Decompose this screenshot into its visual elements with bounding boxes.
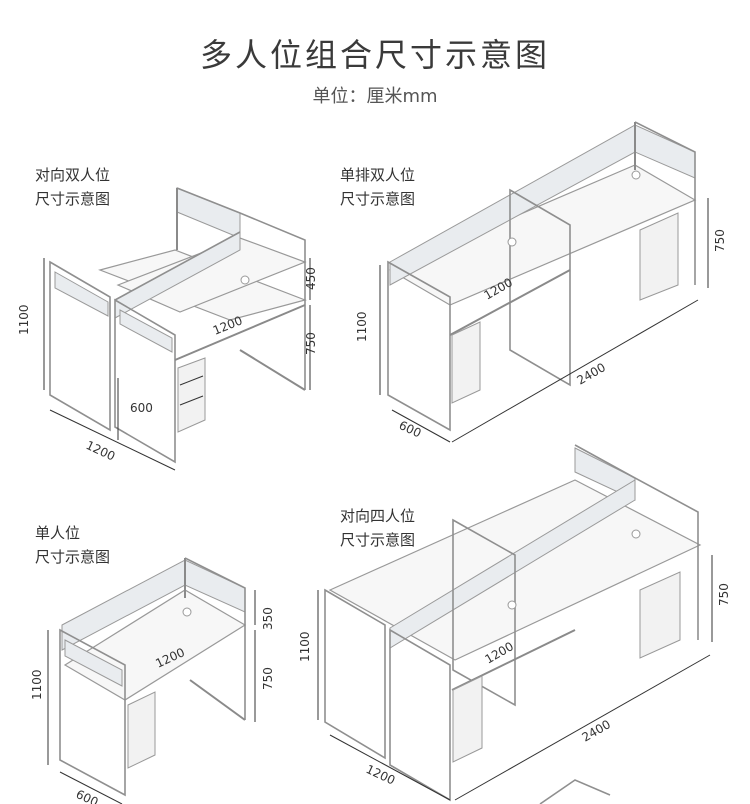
label-face-four-line2: 尺寸示意图 <box>340 531 416 549</box>
label-single-line1: 单人位 <box>35 524 81 542</box>
dim-desk-width: 1200 <box>211 313 245 337</box>
desk-edge <box>451 629 576 691</box>
label-single: 单人位 尺寸示意图 <box>35 521 110 569</box>
end-screen <box>64 639 123 687</box>
dim-line-depth <box>391 409 451 443</box>
unit-note: 单位：厘米mm <box>312 86 438 107</box>
middle-panel <box>509 188 571 387</box>
end-panel <box>387 260 451 432</box>
dim-height: 1100 <box>355 311 369 342</box>
dim-desk-height: 750 <box>261 667 275 690</box>
divider-frame <box>114 231 241 301</box>
label-row-double-line2: 尺寸示意图 <box>340 190 416 208</box>
back-frame <box>634 121 696 285</box>
label-face-double: 对向双人位 尺寸示意图 <box>35 163 110 211</box>
dim-height: 1100 <box>30 669 44 700</box>
label-single-line2: 尺寸示意图 <box>35 548 111 566</box>
label-row-double-line1: 单排双人位 <box>340 166 416 184</box>
dim-total-length: 2400 <box>575 360 608 387</box>
drawer-line <box>179 375 204 386</box>
face-four-workstation: 1100 1200 750 2400 1200 <box>298 444 731 802</box>
back-frame <box>574 444 699 640</box>
drawer-line <box>179 395 204 406</box>
drawer-unit <box>177 357 206 433</box>
front-panel <box>389 628 451 802</box>
drawer-unit-right <box>639 212 679 301</box>
dim-line-length <box>454 654 711 801</box>
end-panel <box>59 628 126 797</box>
dim-screen: 350 <box>261 607 275 630</box>
dim-depth: 600 <box>74 787 101 804</box>
cable-hole <box>631 529 641 539</box>
dim-drawer: 600 <box>130 401 153 415</box>
drawer-unit-left <box>452 675 483 763</box>
cable-hole <box>631 170 641 180</box>
dim-height: 1100 <box>17 304 31 335</box>
face-double-workstation: 1100 450 750 1200 600 1200 <box>17 187 318 471</box>
dim-screen: 450 <box>304 267 318 290</box>
label-face-double-line2: 尺寸示意图 <box>35 190 111 208</box>
dim-line-length <box>451 299 699 443</box>
desk-edge <box>449 269 571 336</box>
desk-top <box>63 589 247 701</box>
cable-hole <box>507 600 517 610</box>
desk-leg <box>189 679 246 721</box>
label-face-double-line1: 对向双人位 <box>35 166 111 184</box>
screen-panel <box>176 187 241 239</box>
dim-desk-height: 750 <box>304 332 318 355</box>
page-title: 多人位组合尺寸示意图 <box>199 36 550 74</box>
drawer-unit-left <box>451 321 481 404</box>
cable-hole <box>240 275 250 285</box>
single-workstation: 1100 350 750 1200 600 <box>30 557 275 804</box>
drawer-unit <box>127 691 156 769</box>
front-panel <box>114 298 176 464</box>
side-panel <box>49 260 111 432</box>
dim-total-length: 2400 <box>580 717 613 744</box>
dim-desk-height: 750 <box>717 583 731 606</box>
back-frame <box>184 557 246 720</box>
middle-panel-back <box>452 518 516 707</box>
side-screen <box>54 271 109 317</box>
front-screen <box>119 309 173 353</box>
label-face-four-line1: 对向四人位 <box>340 507 416 525</box>
desk-edge <box>174 304 306 361</box>
dim-depth: 1200 <box>84 438 118 464</box>
drawer-unit-right <box>639 571 681 659</box>
cable-hole <box>182 607 192 617</box>
dim-depth: 600 <box>397 418 424 440</box>
dim-line-depth <box>329 734 451 801</box>
label-face-four: 对向四人位 尺寸示意图 <box>340 504 415 552</box>
label-row-double: 单排双人位 尺寸示意图 <box>340 163 415 211</box>
dim-line-depth <box>59 771 123 804</box>
dim-line-depth <box>49 409 176 471</box>
next-drawing-partial <box>539 779 611 804</box>
row-double-workstation: 1100 1200 750 2400 600 <box>355 121 727 443</box>
dim-height: 1100 <box>298 631 312 662</box>
cable-hole <box>507 237 517 247</box>
screen-frame <box>176 187 306 390</box>
desk-leg <box>239 349 306 391</box>
end-panel <box>324 588 386 760</box>
dim-desk-height: 750 <box>713 229 727 252</box>
